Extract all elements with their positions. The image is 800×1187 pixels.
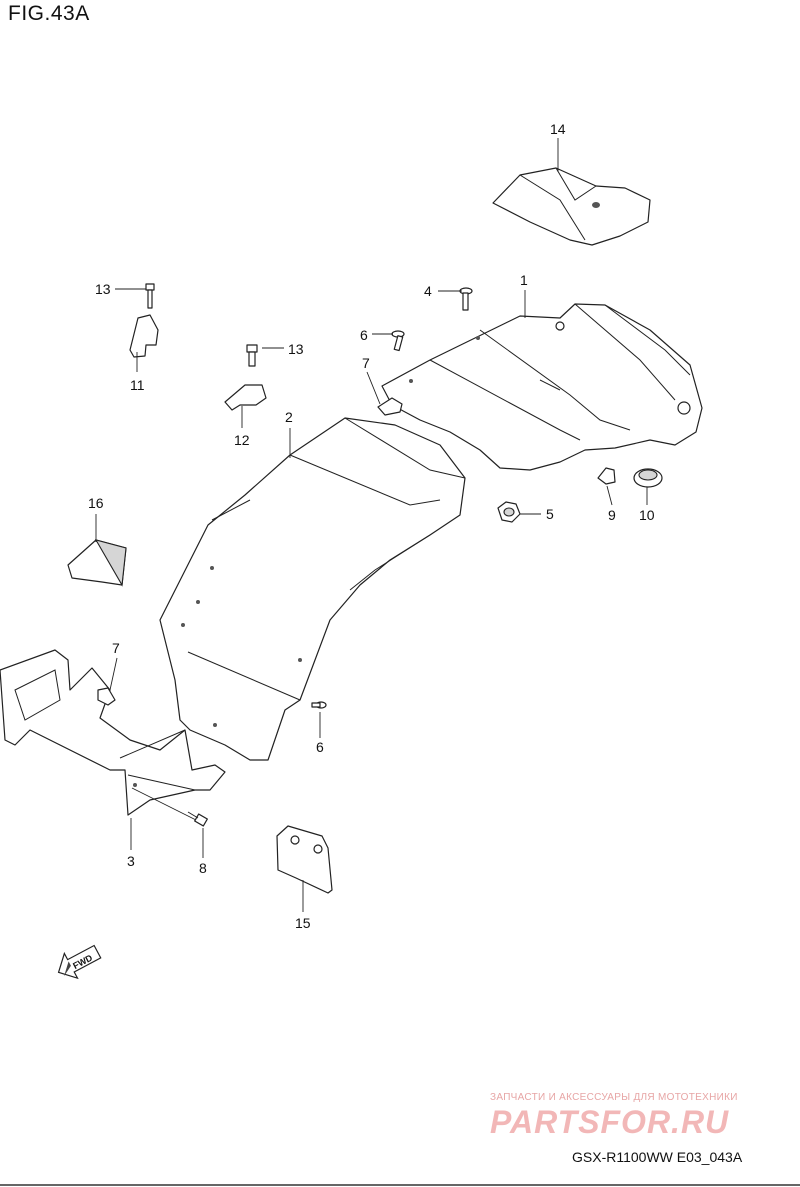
label-part-6: 6 — [360, 327, 368, 343]
label-part-10: 10 — [639, 507, 655, 523]
part-2-rear-fender-lower[interactable] — [159, 417, 466, 761]
part-16-guard[interactable] — [67, 539, 127, 587]
label-part-13: 13 — [95, 281, 111, 297]
part-5-nut[interactable] — [497, 501, 521, 523]
label-part-6-b: 6 — [316, 739, 324, 755]
figure-title: FIG.43A — [8, 2, 90, 25]
fwd-arrow-icon: FWD — [57, 944, 102, 980]
part-13-bolt[interactable] — [145, 283, 155, 309]
part-7-clip[interactable] — [97, 687, 116, 706]
label-part-8: 8 — [199, 860, 207, 876]
part-14-cover[interactable] — [492, 167, 651, 246]
part-8-bolt[interactable] — [187, 811, 208, 827]
label-part-7-b: 7 — [112, 640, 120, 656]
part-12-bracket[interactable] — [224, 384, 267, 411]
label-part-5: 5 — [546, 506, 554, 522]
part-9-pad[interactable] — [597, 467, 616, 485]
label-part-14: 14 — [550, 121, 566, 137]
label-part-12: 12 — [234, 432, 250, 448]
part-10-grommet[interactable] — [633, 468, 663, 488]
watermark-logo: PARTSFOR.RU — [490, 1104, 730, 1140]
part-6-screw[interactable] — [311, 701, 327, 709]
part-3-bracket[interactable] — [0, 649, 226, 816]
part-6-screw[interactable] — [391, 330, 405, 352]
leader-lines — [95, 138, 648, 912]
part-15-plate[interactable] — [276, 825, 333, 894]
model-code: GSX-R1100WW E03_043A — [572, 1149, 743, 1165]
label-part-2: 2 — [285, 409, 293, 425]
label-part-7: 7 — [362, 355, 370, 371]
part-1-rear-fender[interactable] — [381, 303, 703, 471]
bottom-border — [0, 1184, 800, 1186]
part-7-clip[interactable] — [377, 397, 403, 416]
label-part-15: 15 — [295, 915, 311, 931]
label-part-13-b: 13 — [288, 341, 304, 357]
label-part-9: 9 — [608, 507, 616, 523]
label-part-1: 1 — [520, 272, 528, 288]
part-11-bracket[interactable] — [129, 314, 159, 358]
label-part-16: 16 — [88, 495, 104, 511]
label-part-4: 4 — [424, 283, 432, 299]
watermark-subtitle: ЗАПЧАСТИ И АКСЕССУАРЫ ДЛЯ МОТОТЕХНИКИ — [490, 1092, 738, 1103]
part-13-bolt[interactable] — [246, 344, 258, 367]
label-part-11: 11 — [130, 377, 145, 393]
label-part-3: 3 — [127, 853, 135, 869]
